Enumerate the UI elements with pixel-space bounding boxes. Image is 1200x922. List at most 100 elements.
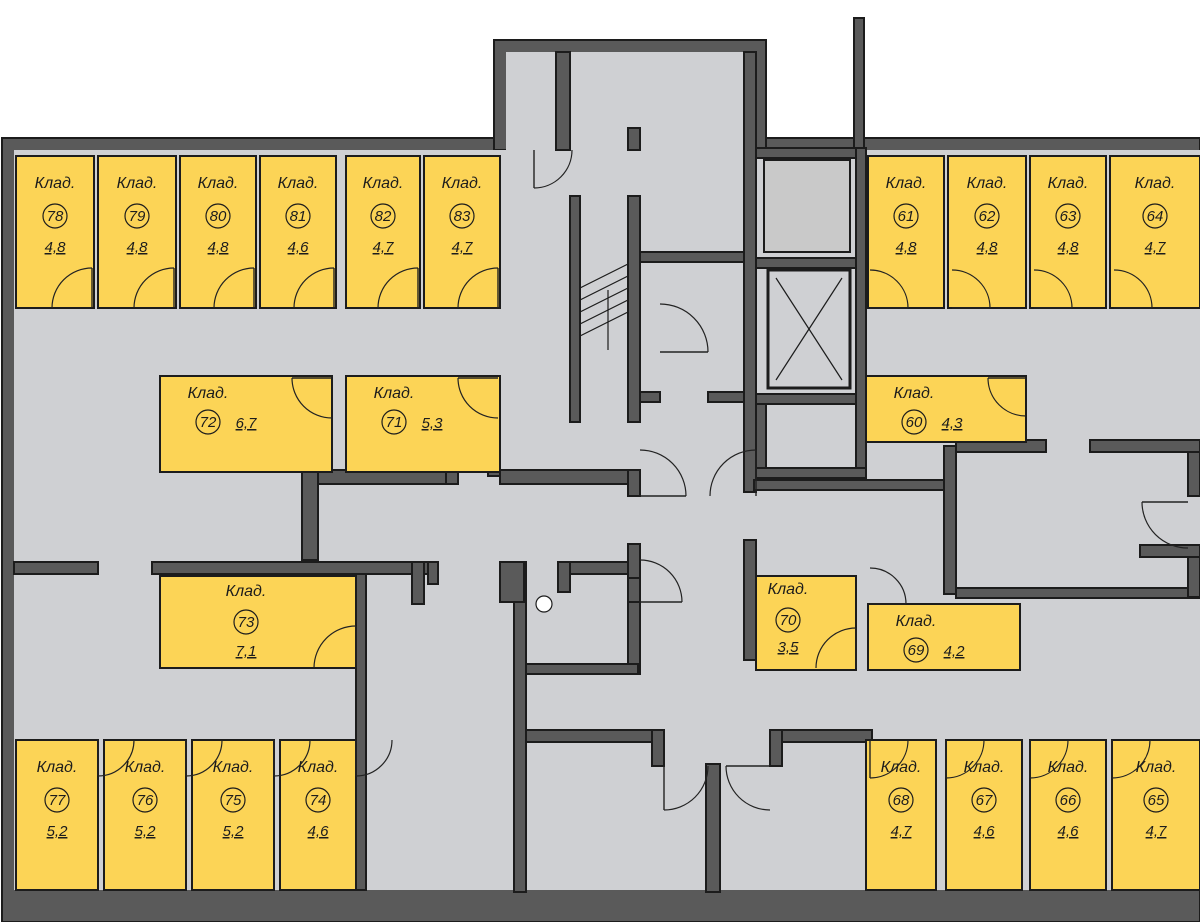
storage-room-label: Клад. xyxy=(1048,175,1089,192)
storage-room-74: Клад.744,6 xyxy=(279,739,357,891)
room-number-circle xyxy=(381,409,407,435)
storage-room-fill xyxy=(179,155,257,309)
room-number-circle xyxy=(1055,203,1081,229)
storage-room-82: Клад.824,7 xyxy=(345,155,421,309)
door-swing xyxy=(97,739,135,777)
door-swing xyxy=(1033,269,1073,309)
room-number: 80 xyxy=(210,208,227,225)
storage-room-64: Клад.644,7 xyxy=(1109,155,1200,309)
room-number: 79 xyxy=(129,208,146,225)
room-number-circle xyxy=(775,607,801,633)
storage-room-label: Клад. xyxy=(363,175,404,192)
storage-room-label: Клад. xyxy=(1135,175,1176,192)
storage-room-label: Клад. xyxy=(188,385,229,402)
room-area: 4,8 xyxy=(127,239,149,256)
room-number: 74 xyxy=(310,792,327,809)
room-number: 83 xyxy=(454,208,471,225)
room-area: 4,7 xyxy=(452,239,474,256)
storage-room-label: Клад. xyxy=(1048,759,1089,776)
room-area: 4,6 xyxy=(308,823,330,840)
room-number: 81 xyxy=(290,208,307,225)
room-number: 71 xyxy=(386,414,403,431)
room-number: 78 xyxy=(47,208,64,225)
storage-room-61: Клад.614,8 xyxy=(867,155,945,309)
storage-room-fill xyxy=(865,739,937,891)
door-swing xyxy=(457,377,499,419)
room-number-circle xyxy=(888,787,914,813)
door-swing xyxy=(639,449,687,497)
room-area: 4,7 xyxy=(891,823,913,840)
storage-room-fill xyxy=(865,375,1027,443)
room-area: 3,5 xyxy=(778,639,800,656)
room-area: 4,2 xyxy=(944,643,966,660)
storage-room-76: Клад.765,2 xyxy=(103,739,187,891)
storage-room-label: Клад. xyxy=(35,175,76,192)
door-swing xyxy=(869,567,907,605)
storage-room-fill xyxy=(159,375,333,473)
room-area: 4,7 xyxy=(1146,823,1168,840)
door-swing xyxy=(533,149,573,189)
storage-room-label: Клад. xyxy=(125,759,166,776)
room-area: 4,8 xyxy=(896,239,918,256)
door-swing xyxy=(945,739,985,779)
room-number-circle xyxy=(449,203,475,229)
room-number-circle xyxy=(220,787,246,813)
ventilation-shaft xyxy=(763,159,851,253)
door-swing xyxy=(987,377,1027,417)
storage-room-fill xyxy=(259,155,337,309)
door-swing xyxy=(457,267,499,309)
storage-room-label: Клад. xyxy=(213,759,254,776)
room-area: 7,1 xyxy=(236,643,257,660)
storage-room-fill xyxy=(15,739,99,891)
door-swing xyxy=(1111,739,1151,779)
room-number: 76 xyxy=(137,792,154,809)
storage-room-75: Клад.755,2 xyxy=(191,739,275,891)
door-swing xyxy=(869,739,909,779)
storage-room-label: Клад. xyxy=(442,175,483,192)
storage-room-label: Клад. xyxy=(278,175,319,192)
door-swing xyxy=(291,377,333,419)
room-number-circle xyxy=(370,203,396,229)
storage-room-fill xyxy=(279,739,357,891)
door-swing xyxy=(377,267,419,309)
storage-room-67: Клад.674,6 xyxy=(945,739,1023,891)
storage-room-fill xyxy=(867,155,945,309)
room-number: 70 xyxy=(780,612,797,629)
storage-room-label: Клад. xyxy=(964,759,1005,776)
storage-room-65: Клад.654,7 xyxy=(1111,739,1200,891)
room-number: 77 xyxy=(49,792,66,809)
room-number-circle xyxy=(195,409,221,435)
storage-room-label: Клад. xyxy=(967,175,1008,192)
room-area: 5,3 xyxy=(422,415,444,432)
storage-room-fill xyxy=(1111,739,1200,891)
storage-room-79: Клад.794,8 xyxy=(97,155,177,309)
door-swing xyxy=(1029,739,1069,779)
room-area: 4,6 xyxy=(288,239,310,256)
door-swing xyxy=(185,739,223,777)
room-number-circle xyxy=(1143,787,1169,813)
room-number: 61 xyxy=(898,208,915,225)
room-number-circle xyxy=(285,203,311,229)
room-area: 4,8 xyxy=(1058,239,1080,256)
storage-room-label: Клад. xyxy=(374,385,415,402)
room-area: 5,2 xyxy=(223,823,245,840)
room-number-circle xyxy=(233,609,259,635)
storage-room-71: Клад. 71 5,3 xyxy=(345,375,501,473)
room-number-circle xyxy=(893,203,919,229)
door-swing xyxy=(1113,269,1153,309)
room-number: 68 xyxy=(893,792,910,809)
room-area: 4,8 xyxy=(977,239,999,256)
sink-icon xyxy=(535,595,553,613)
storage-room-fill xyxy=(103,739,187,891)
storage-rooms: Клад.784,8Клад.794,8Клад.804,8Клад.814,6… xyxy=(15,155,1200,891)
storage-room-fill xyxy=(1029,155,1107,309)
room-area: 4,6 xyxy=(974,823,996,840)
storage-room-83: Клад. 83 4,7 xyxy=(423,155,501,309)
door-swing xyxy=(293,267,335,309)
storage-room-81: Клад. 81 4,6 xyxy=(259,155,337,309)
door-swing xyxy=(273,739,311,777)
room-number-circle xyxy=(42,203,68,229)
door-swing xyxy=(659,303,709,353)
storage-room-73: Клад.737,1 xyxy=(159,575,357,669)
